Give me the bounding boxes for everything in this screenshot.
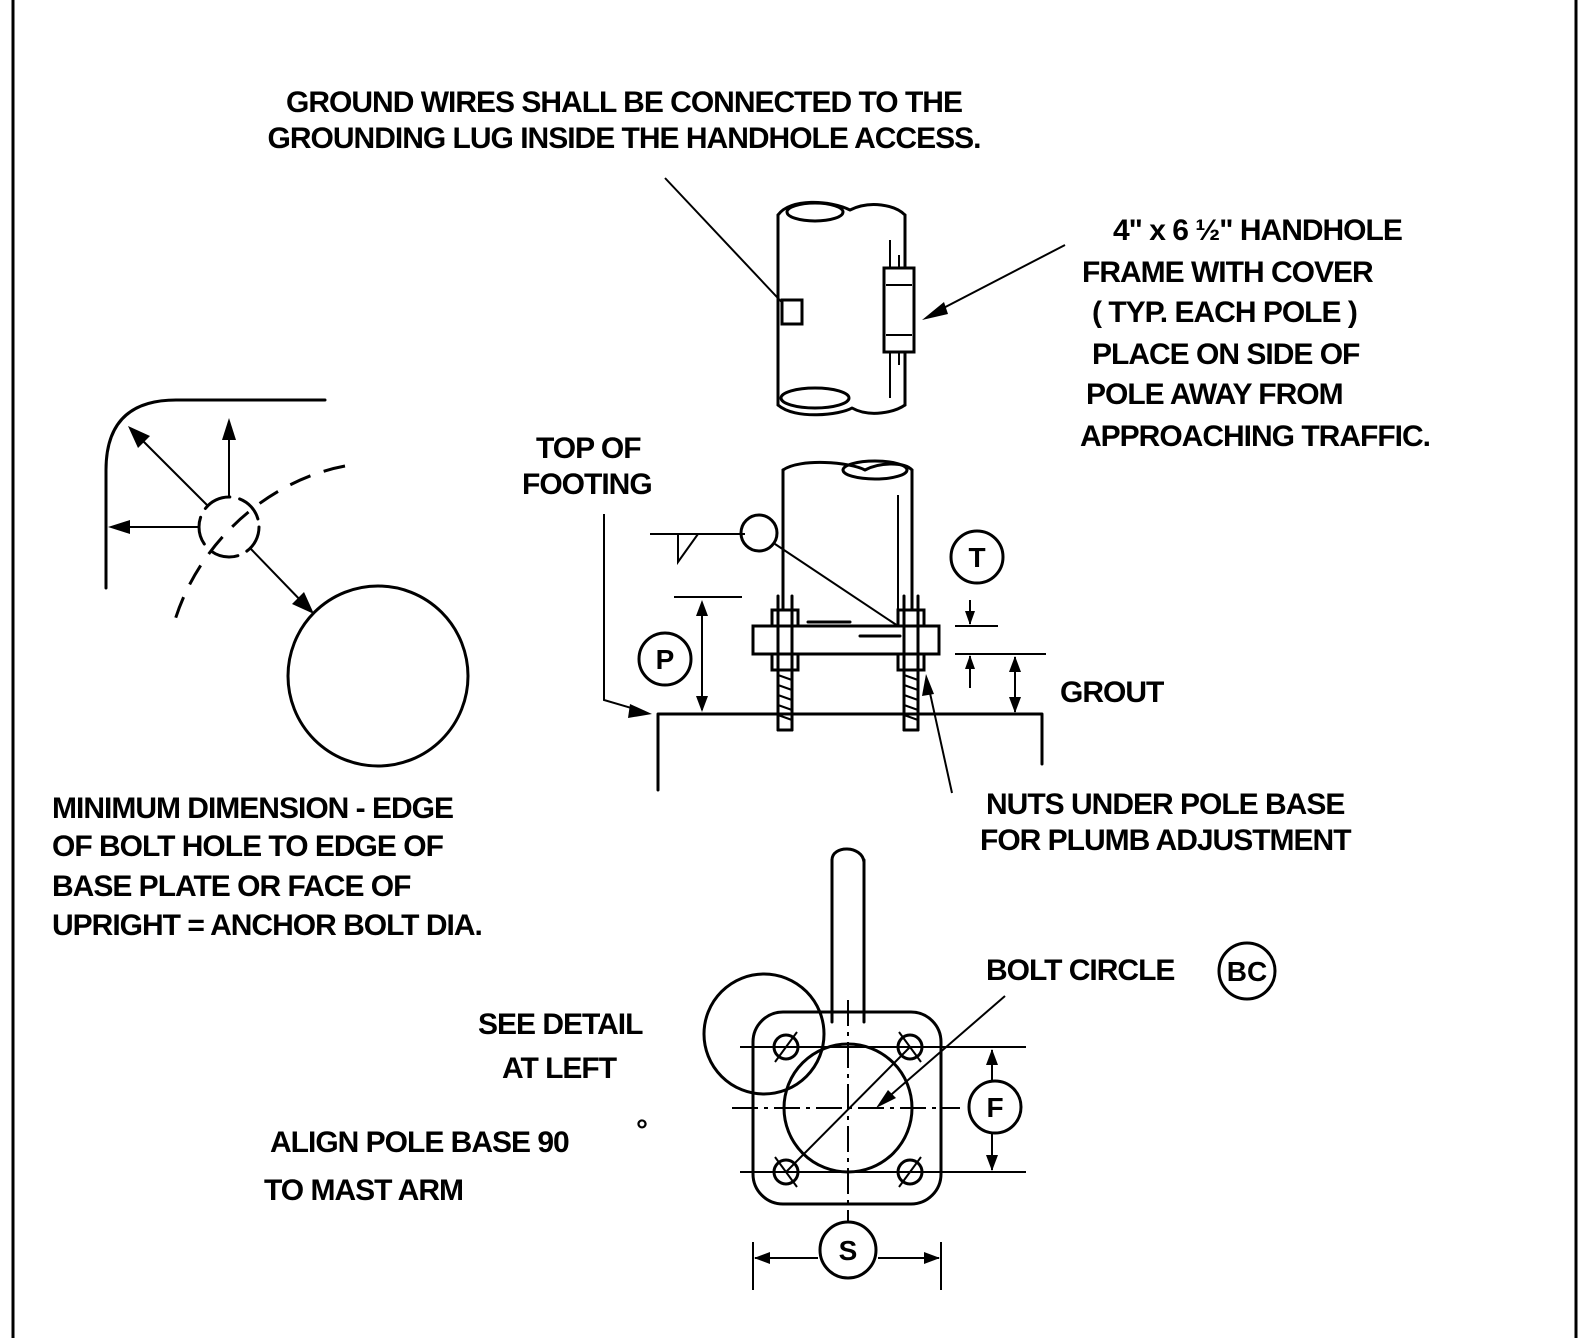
align-note-line-2: TO MAST ARM bbox=[264, 1174, 463, 1207]
tag-f bbox=[967, 1079, 1023, 1135]
anchor-bolt-left bbox=[770, 594, 800, 732]
detail-callout-circle bbox=[702, 972, 826, 1096]
ground-wire-note: GROUND WIRES SHALL BE CONNECTED TO THE G… bbox=[268, 86, 981, 313]
tag-bc-label: BC bbox=[1227, 956, 1267, 987]
handhole-frame bbox=[882, 266, 916, 354]
tag-s bbox=[818, 1220, 878, 1280]
handhole-note-line-4: PLACE ON SIDE OF bbox=[1092, 338, 1360, 371]
tag-s-label: S bbox=[839, 1235, 858, 1266]
upper-pole-section bbox=[776, 200, 916, 417]
tag-bc bbox=[1217, 941, 1277, 1001]
see-detail-line-1: SEE DETAIL bbox=[478, 1008, 643, 1041]
upright-circle bbox=[286, 584, 470, 768]
handhole-note-line-6: APPROACHING TRAFFIC. bbox=[1080, 420, 1430, 453]
handhole-note-line-5: POLE AWAY FROM bbox=[1086, 378, 1343, 411]
nuts-note-line-2: FOR PLUMB ADJUSTMENT bbox=[980, 824, 1351, 857]
see-detail-line-2: AT LEFT bbox=[502, 1052, 617, 1085]
degree-symbol: ° bbox=[636, 1114, 647, 1147]
tag-p bbox=[637, 631, 693, 687]
footing bbox=[656, 712, 1044, 792]
tag-t bbox=[949, 529, 1005, 585]
ground-wire-leader bbox=[664, 177, 792, 313]
min-dimension-note: MINIMUM DIMENSION - EDGE OF BOLT HOLE TO… bbox=[52, 792, 483, 942]
grout-label: GROUT bbox=[1060, 676, 1164, 709]
tag-f-label: F bbox=[986, 1092, 1003, 1123]
base-plate bbox=[751, 624, 941, 656]
min-dimension-line-2: OF BOLT HOLE TO EDGE OF bbox=[52, 830, 444, 863]
handhole-note: 4" x 6 ½" HANDHOLE FRAME WITH COVER ( TY… bbox=[922, 214, 1431, 453]
bolt-circle-label: BOLT CIRCLE bbox=[986, 954, 1174, 987]
handhole-leader bbox=[929, 244, 1066, 316]
base-elevation: TOP OF FOOTING bbox=[522, 432, 1352, 857]
grounding-lug bbox=[780, 298, 804, 326]
min-dimension-line-1: MINIMUM DIMENSION - EDGE bbox=[52, 792, 453, 825]
ground-wire-note-line-2: GROUNDING LUG INSIDE THE HANDHOLE ACCESS… bbox=[268, 122, 981, 155]
bolt-hole-detail bbox=[104, 398, 470, 768]
tag-p-label: P bbox=[656, 644, 675, 675]
min-dimension-line-3: BASE PLATE OR FACE OF bbox=[52, 870, 411, 903]
tag-t-label: T bbox=[968, 542, 985, 573]
nuts-note-line-1: NUTS UNDER POLE BASE bbox=[986, 788, 1344, 821]
anchor-bolt-right bbox=[896, 594, 926, 732]
min-dimension-line-4: UPRIGHT = ANCHOR BOLT DIA. bbox=[52, 909, 482, 942]
plan-bolt-holes bbox=[772, 1031, 924, 1188]
top-of-footing-line-2: FOOTING bbox=[522, 468, 652, 501]
align-note-line-1: ALIGN POLE BASE 90 bbox=[270, 1126, 569, 1159]
top-of-footing-line-1: TOP OF bbox=[536, 432, 641, 465]
handhole-note-line-1: 4" x 6 ½" HANDHOLE bbox=[1113, 214, 1402, 247]
handhole-note-line-3: ( TYP. EACH POLE ) bbox=[1092, 296, 1357, 329]
handhole-note-line-2: FRAME WITH COVER bbox=[1082, 256, 1374, 289]
base-plan: BOLT CIRCLE BC F S SEE DETAIL AT LEFT AL… bbox=[264, 847, 1277, 1290]
ground-wire-note-line-1: GROUND WIRES SHALL BE CONNECTED TO THE bbox=[286, 86, 962, 119]
